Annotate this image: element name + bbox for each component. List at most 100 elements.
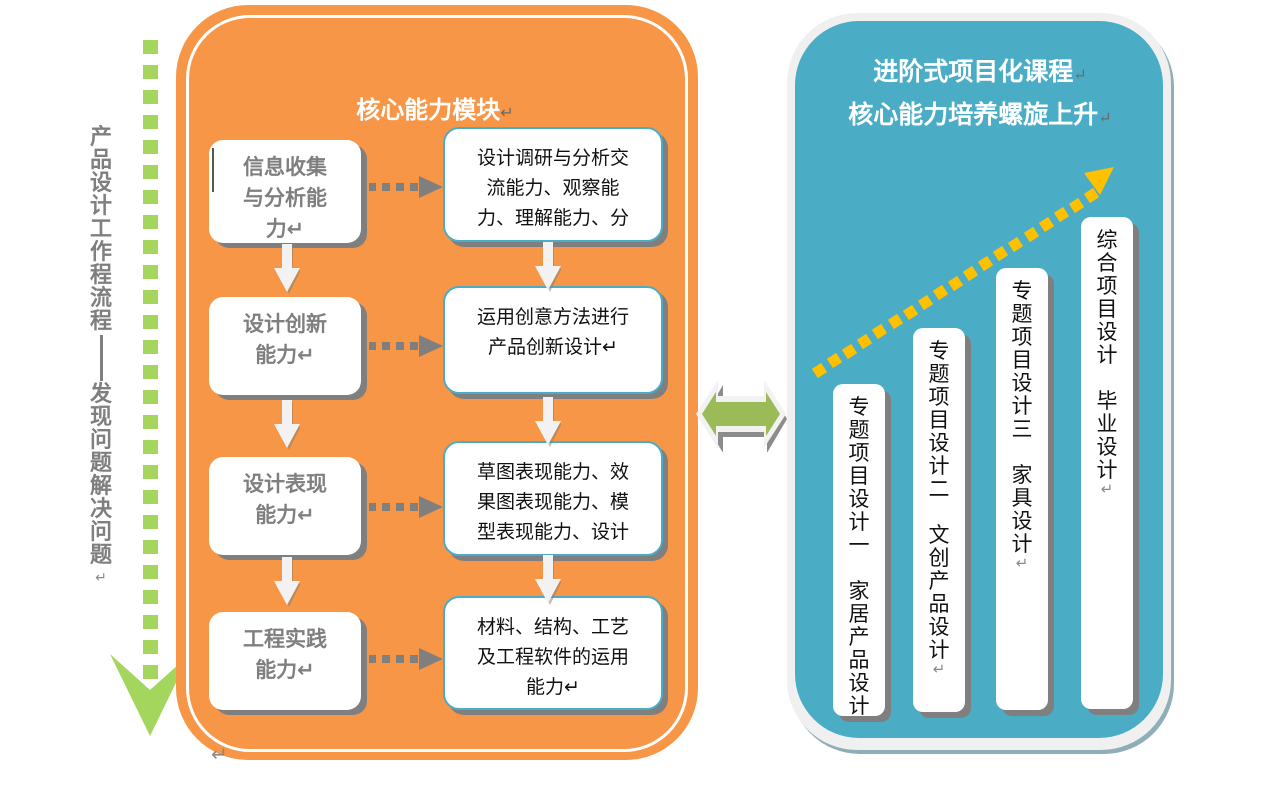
course-char: 居 [848, 602, 870, 626]
course-char: 目 [1011, 348, 1033, 372]
dotted-right-arrow-icon [369, 335, 443, 357]
green-dot [143, 140, 158, 154]
down-arrow-icon [535, 397, 561, 447]
dotted-right-arrow-icon [369, 176, 443, 198]
green-dot [143, 315, 158, 329]
green-dot [143, 640, 158, 654]
green-dot [143, 340, 158, 354]
down-arrow-icon [274, 244, 300, 294]
step-text: 能力↵ [255, 658, 315, 682]
spacer [1081, 367, 1133, 390]
green-dot [143, 40, 158, 54]
course-char: 具 [1011, 486, 1033, 510]
course-char: 项 [928, 385, 950, 409]
label-char: 程 [89, 263, 112, 288]
down-arrow-icon [274, 400, 300, 450]
step-text: 信息收集 [243, 155, 327, 179]
course-char: 计 [1011, 394, 1033, 418]
green-dot [143, 265, 158, 279]
course-char: 专 [928, 339, 950, 363]
course-char: 产 [928, 569, 950, 593]
label-char: 工 [89, 217, 112, 242]
text-cursor [212, 148, 214, 192]
paragraph-mark: ↵ [1015, 554, 1029, 572]
course-char: 项 [1096, 274, 1118, 298]
core-module-title: 核心能力模块↵ [250, 90, 620, 125]
green-dot [143, 290, 158, 304]
course-char: 目 [1096, 297, 1118, 321]
course-char: 题 [928, 362, 950, 386]
label-char: 题 [89, 543, 112, 568]
course-bar-4: 综合项目设计毕业设计↵ [1081, 217, 1133, 709]
course-char: 家 [848, 579, 870, 603]
course-char: 设 [848, 671, 870, 695]
title-line: 进阶式项目化课程 [873, 57, 1074, 86]
course-char: 计 [928, 454, 950, 478]
course-char: 三 [1011, 417, 1033, 441]
green-dot [143, 590, 158, 604]
course-char: 专 [848, 395, 870, 419]
spacer [833, 557, 885, 580]
course-char: 毕 [1096, 389, 1118, 413]
course-char: 项 [848, 441, 870, 465]
core-module-title-text: 核心能力模块 [356, 96, 501, 124]
dotted-right-arrow-icon [369, 648, 443, 670]
course-char: 家 [1011, 463, 1033, 487]
ability-text: 运用创意方法进行 [476, 306, 629, 328]
green-dot [143, 65, 158, 79]
label-char: 决 [89, 497, 112, 522]
course-char: 设 [928, 615, 950, 639]
course-char: 产 [848, 625, 870, 649]
green-dot [143, 665, 158, 679]
green-dot [143, 90, 158, 104]
course-char: 计 [1011, 532, 1033, 556]
ability-text: 草图表现能力、效 [476, 461, 629, 483]
green-dot [143, 215, 158, 229]
step-text: 设计表现 [243, 472, 327, 496]
label-char: 现 [89, 405, 112, 430]
course-char: 设 [1096, 320, 1118, 344]
step-text: 能力↵ [255, 503, 315, 527]
course-char: 设 [928, 431, 950, 455]
label-char: 设 [89, 171, 112, 196]
bidirectional-arrow-icon [696, 380, 787, 452]
ability-card-materials: 材料、结构、工艺 及工程软件的运用 能力↵ [443, 596, 663, 710]
step-text: 设计创新 [243, 312, 327, 336]
em-dash-divider [99, 335, 103, 381]
paragraph-mark: ↵ [932, 660, 946, 678]
course-char: 计 [928, 638, 950, 662]
course-char: 计 [1096, 458, 1118, 482]
paragraph-mark: ↵ [1073, 65, 1087, 84]
paragraph-mark: ↵ [1100, 480, 1114, 498]
course-char: 目 [928, 408, 950, 432]
step-card-design-expression: 设计表现 能力↵ [209, 457, 361, 555]
ability-card-creative-methods: 运用创意方法进行 产品创新设计↵ [443, 286, 663, 394]
label-char: 解 [89, 474, 112, 499]
paragraph-mark: ↵ [1098, 108, 1112, 127]
down-arrow-icon [535, 242, 561, 292]
yellow-arrowhead-icon [1084, 167, 1114, 195]
ability-text: 设计调研与分析交 [476, 147, 629, 169]
down-arrow-icon [535, 555, 561, 605]
green-dot [143, 365, 158, 379]
green-dot [143, 465, 158, 479]
course-bar-2: 专题项目设计二文创产品设计↵ [913, 328, 965, 712]
label-char: 作 [89, 240, 112, 265]
course-char: 计 [1096, 343, 1118, 367]
course-char: 二 [928, 477, 950, 501]
course-char: 目 [848, 464, 870, 488]
green-dot [143, 415, 158, 429]
label-char: 发 [89, 382, 112, 407]
ability-text: 材料、结构、工艺 [476, 616, 629, 638]
course-char: 设 [1011, 371, 1033, 395]
green-dot [143, 540, 158, 554]
spacer [913, 501, 965, 524]
green-dot [143, 565, 158, 579]
title-line: 核心能力培养螺旋上升 [848, 100, 1099, 129]
paragraph-mark: ↵ [500, 103, 514, 122]
label-char: 程 [89, 309, 112, 334]
ability-text: 力、理解能力、分 [476, 207, 629, 229]
course-char: 业 [1096, 412, 1118, 436]
label-char: 品 [89, 148, 112, 173]
course-char: 计 [848, 510, 870, 534]
